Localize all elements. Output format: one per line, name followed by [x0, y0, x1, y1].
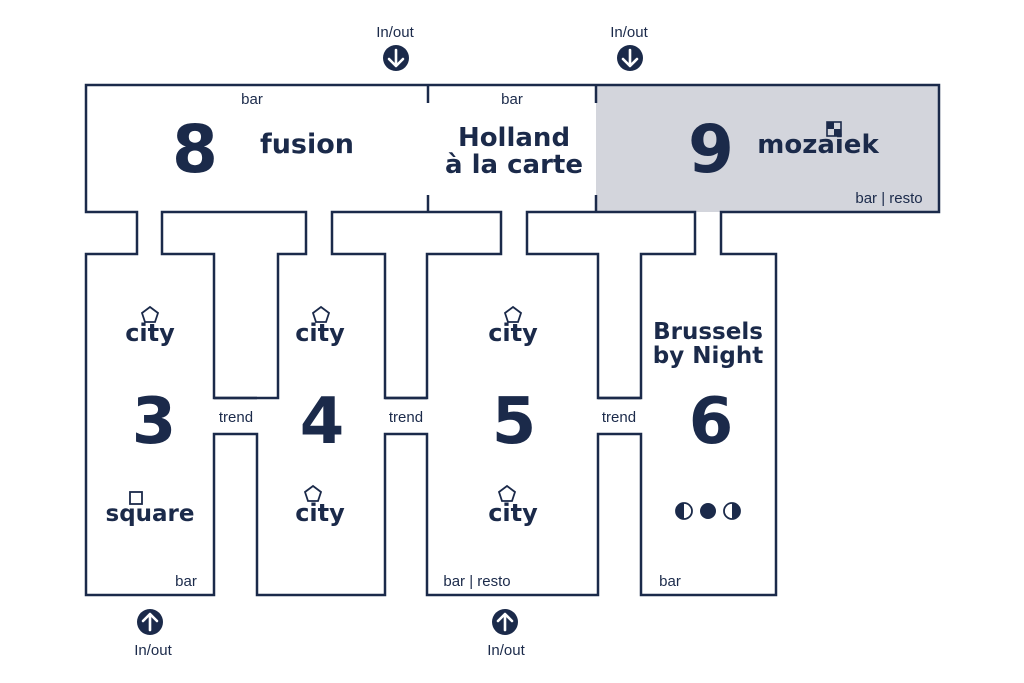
- hall-6[interactable]: Brussels by Night 6 bar: [653, 319, 763, 590]
- square-logo: square: [106, 501, 195, 527]
- hall-9-tag: bar | resto: [855, 190, 922, 207]
- entrance-label: In/out: [134, 642, 172, 659]
- square-outline-icon: [129, 491, 143, 505]
- arrow-up-circle-icon: [137, 609, 163, 635]
- hall-5-number: 5: [492, 385, 537, 459]
- arrow-down-circle-icon: [383, 45, 409, 71]
- entrance-bottom-right[interactable]: In/out: [487, 609, 526, 659]
- holland-logo-line1: Holland: [458, 123, 570, 153]
- hall-6-tag: bar: [659, 573, 681, 590]
- hall-3[interactable]: city 3 square bar: [106, 305, 197, 590]
- hall-8[interactable]: bar 8 fusion: [172, 91, 354, 188]
- city-logo: city: [488, 319, 538, 347]
- pentagon-icon: [503, 305, 523, 323]
- fusion-logo: fusion: [260, 129, 354, 160]
- hall-4-number: 4: [300, 385, 345, 459]
- city-logo: city: [295, 499, 345, 527]
- trend-connector-1[interactable]: trend: [219, 409, 253, 426]
- hall-3-tag: bar: [175, 573, 197, 590]
- entrance-label: In/out: [610, 24, 648, 41]
- hall-8-tag: bar: [241, 91, 263, 108]
- brussels-by-night-logo-line2: by Night: [653, 343, 763, 369]
- entrance-bottom-left[interactable]: In/out: [134, 609, 173, 659]
- hall-9-highlight: [596, 85, 939, 212]
- pentagon-icon: [140, 305, 160, 323]
- hall-8-number: 8: [172, 111, 218, 188]
- trend-connector-2[interactable]: trend: [389, 409, 423, 426]
- city-logo: city: [295, 319, 345, 347]
- pentagon-icon: [311, 305, 331, 323]
- entrance-label: In/out: [376, 24, 414, 41]
- pentagon-icon: [497, 484, 517, 502]
- arrow-up-circle-icon: [492, 609, 518, 635]
- holland-logo-line2: à la carte: [445, 150, 583, 180]
- brussels-by-night-logo-line1: Brussels: [653, 319, 763, 345]
- mozaiek-square-icon: [826, 121, 842, 137]
- arrow-down-circle-icon: [617, 45, 643, 71]
- entrance-top-left[interactable]: In/out: [376, 24, 415, 71]
- pentagon-icon: [303, 484, 323, 502]
- hall-5-tag: bar | resto: [443, 573, 510, 590]
- trend-connector-3[interactable]: trend: [602, 409, 636, 426]
- floor-plan-walls: [84, 83, 941, 597]
- mozaiek-logo: mozaiek: [757, 130, 879, 160]
- holland-tag: bar: [501, 91, 523, 108]
- hall-holland[interactable]: bar Holland à la carte: [445, 91, 583, 180]
- entrance-label: In/out: [487, 642, 525, 659]
- hall-4[interactable]: city 4 city: [295, 305, 345, 527]
- hall-3-number: 3: [132, 385, 177, 459]
- hall-6-number: 6: [689, 385, 734, 459]
- city-logo: city: [488, 499, 538, 527]
- hall-5[interactable]: city 5 city bar | resto: [443, 305, 538, 590]
- moon-phases-icon: [675, 502, 741, 520]
- entrance-top-right[interactable]: In/out: [610, 24, 649, 71]
- city-logo: city: [125, 319, 175, 347]
- hall-9-number: 9: [688, 111, 734, 188]
- hall-9[interactable]: 9 mozaiek bar | resto: [688, 111, 923, 207]
